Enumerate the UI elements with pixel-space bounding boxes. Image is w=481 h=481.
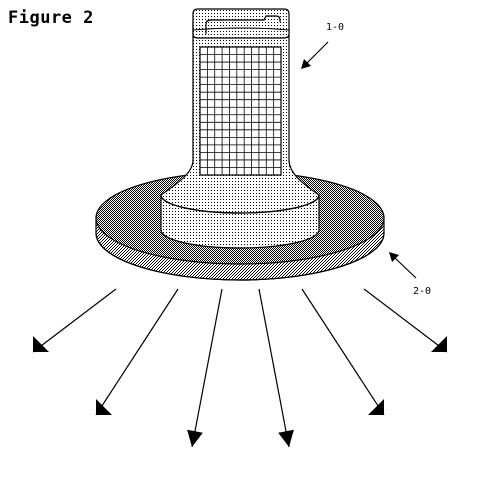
device-cap	[192, 8, 290, 39]
arrow-head	[187, 429, 203, 447]
base-reference-label: 2-0	[413, 286, 432, 297]
device-body	[160, 8, 320, 249]
arrow-head	[278, 429, 294, 447]
arrow-shaft	[301, 288, 385, 416]
arrow-shaft	[32, 288, 117, 353]
pedestal-top-edge	[160, 194, 320, 214]
arrow-shaft	[258, 288, 290, 448]
device-reference-label: 1-0	[326, 22, 345, 33]
arrow-head	[33, 336, 49, 352]
radiating-arrow	[187, 288, 223, 448]
arrow-head	[96, 399, 112, 415]
radiating-arrow	[32, 288, 117, 353]
cap-clip	[205, 15, 281, 34]
arrow-head	[431, 336, 447, 352]
arrow-shaft	[191, 288, 223, 448]
cap-ledge	[192, 27, 290, 31]
figure-title: Figure 2	[8, 8, 94, 28]
radiating-arrow	[95, 288, 179, 416]
grid-frame	[199, 46, 282, 176]
callout-arrow-device	[301, 41, 329, 69]
radiating-arrow	[258, 288, 294, 448]
arrow-shaft	[363, 288, 448, 353]
radiating-arrow	[301, 288, 385, 416]
arrow-shaft	[95, 288, 179, 416]
callout-arrow-base	[389, 252, 417, 279]
radiating-arrow	[363, 288, 448, 353]
radiating-arrows	[32, 288, 448, 448]
base-disc-rim-edge	[95, 232, 385, 281]
arrow-head	[368, 399, 384, 415]
grid-window	[199, 46, 282, 176]
